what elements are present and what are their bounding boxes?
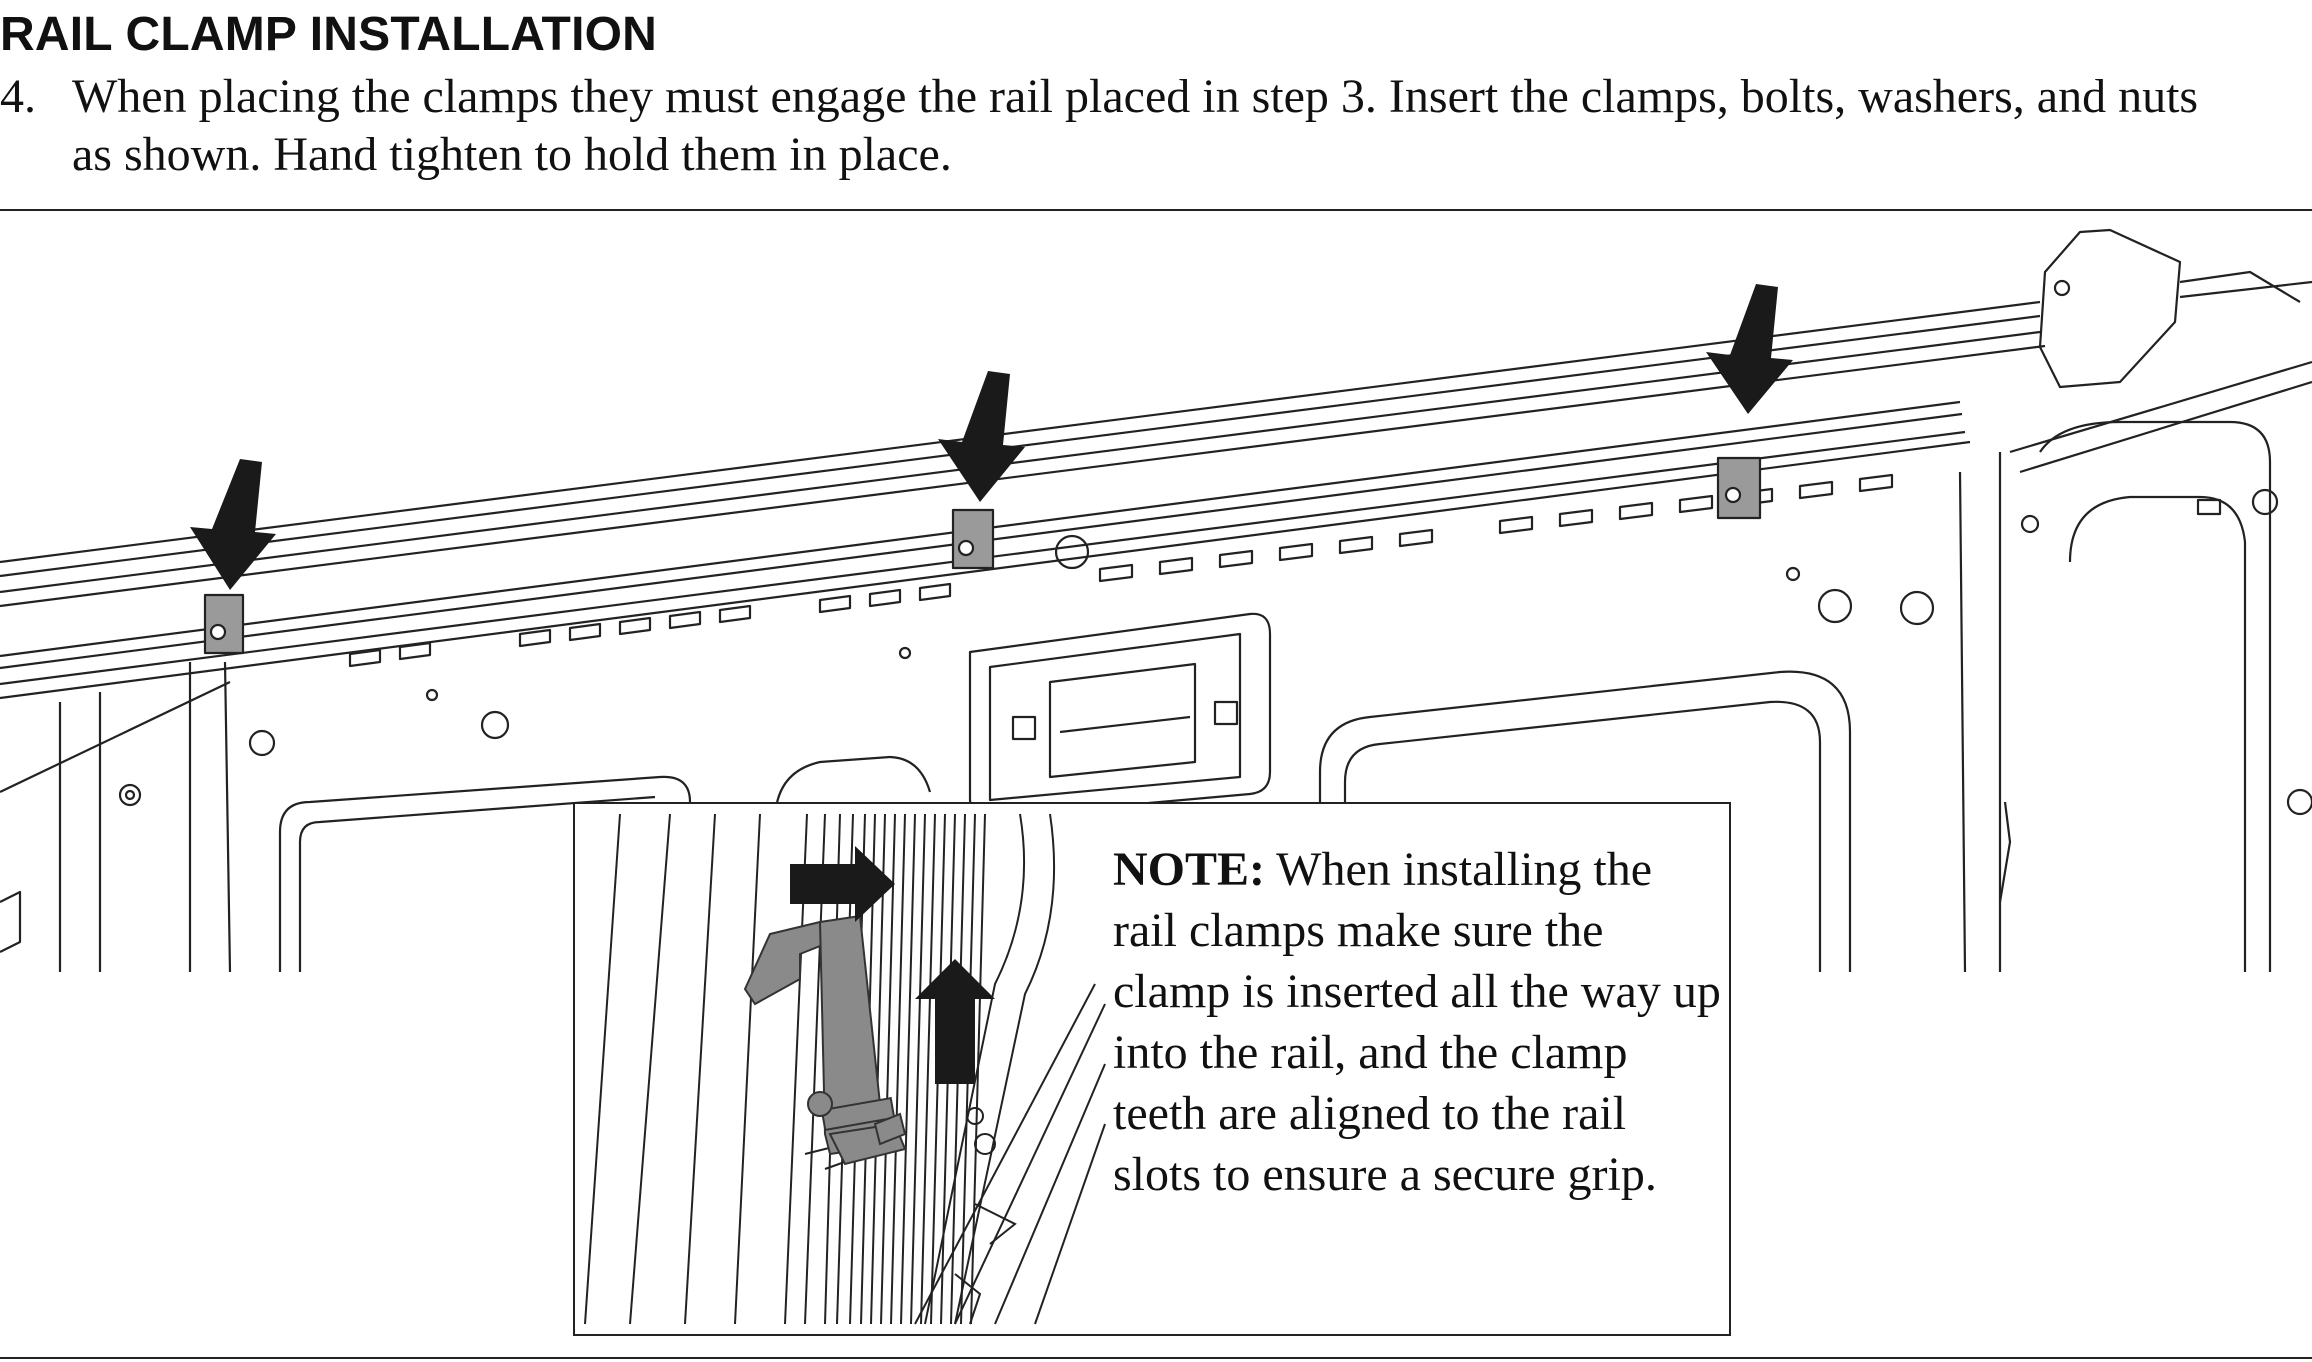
step-instruction: When placing the clamps they must engage… xyxy=(72,68,2312,184)
corner-bracket xyxy=(2038,228,2182,389)
center-plate-window xyxy=(1048,662,1197,779)
bed-panel-cutout-left xyxy=(278,775,692,972)
arrow-push-up-icon xyxy=(915,959,995,1084)
arrow-clamp-right-icon xyxy=(1706,284,1793,414)
step-number: 4. xyxy=(0,70,36,123)
installation-illustration: NOTE: When installing the rail clamps ma… xyxy=(0,209,2312,1359)
arrow-clamp-middle-icon xyxy=(938,371,1025,502)
rail-body xyxy=(0,344,2046,608)
step-instruction-line-1: When placing the clamps they must engage… xyxy=(72,70,2199,123)
rail-clamp-right xyxy=(1716,456,1762,520)
section-heading: RAIL CLAMP INSTALLATION xyxy=(0,8,658,61)
bed-panel-cutout-right xyxy=(1318,670,1852,972)
detail-inset: NOTE: When installing the rail clamps ma… xyxy=(573,802,1731,1336)
step-instruction-line-2: as shown. Hand tighten to hold them in p… xyxy=(72,128,952,181)
rail-clamp-middle xyxy=(951,508,995,570)
bed-panel-cutout-middle xyxy=(773,755,932,823)
rail-slots xyxy=(348,473,1894,668)
rail-clamp-left xyxy=(203,593,245,655)
rail-top-edge xyxy=(0,300,2041,564)
arrow-push-right-icon xyxy=(790,846,895,922)
note-label: NOTE: xyxy=(1113,843,1266,896)
clamp-closeup-drawing xyxy=(584,813,1106,1325)
note-text: NOTE: When installing the rail clamps ma… xyxy=(1113,839,1723,1205)
truck-bed-drawing xyxy=(0,228,2312,973)
center-plate xyxy=(968,612,1272,819)
clamp-part xyxy=(743,914,907,1166)
note-body: When installing the rail clamps make sur… xyxy=(1113,843,1721,1201)
arrow-clamp-left-icon xyxy=(190,459,276,590)
